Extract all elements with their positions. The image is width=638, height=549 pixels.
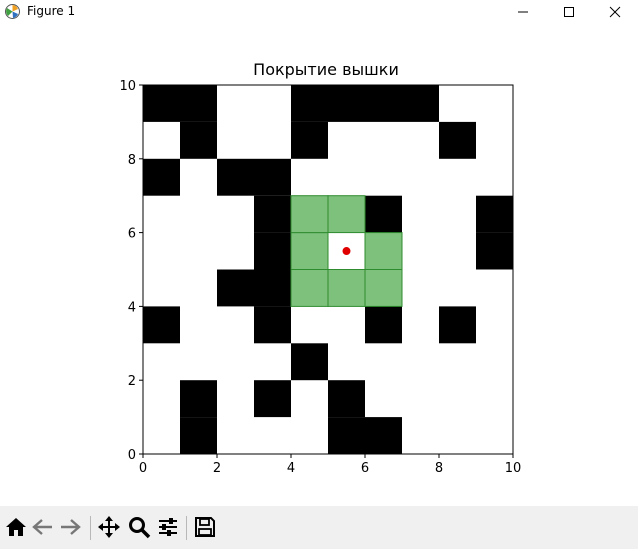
axes-frame	[142, 84, 514, 455]
y-tick-label: 10	[119, 79, 136, 94]
pan-button[interactable]	[97, 515, 121, 539]
coverage-cell	[364, 269, 403, 307]
coverage-cell	[327, 195, 366, 234]
window-title-bar: Figure 1	[0, 0, 638, 24]
forward-arrow-icon	[61, 519, 81, 535]
x-tick-label: 10	[505, 461, 522, 476]
y-tick-label: 4	[128, 300, 136, 315]
obstacle-cell	[476, 232, 513, 270]
obstacle-cell	[180, 380, 217, 418]
save-button[interactable]	[193, 515, 217, 539]
minimize-button[interactable]	[500, 0, 546, 24]
toolbar-separator	[186, 516, 187, 540]
configure-subplots-button[interactable]	[156, 515, 180, 539]
coverage-chart: Покрытие вышки 0 2 4 6 8 10 0 2 4 6 8 10	[119, 60, 522, 476]
obstacle-cell	[143, 306, 180, 344]
y-tick-label: 8	[128, 153, 136, 168]
y-tick-label: 6	[128, 227, 136, 242]
obstacle-cell	[365, 195, 402, 233]
x-tick-label: 2	[213, 461, 221, 476]
obstacle-cell	[254, 195, 291, 233]
navigation-toolbar	[0, 506, 638, 549]
obstacle-cell	[143, 158, 180, 196]
obstacle-cell	[254, 232, 291, 270]
pan-move-icon	[98, 516, 120, 538]
obstacle-cell	[291, 121, 328, 159]
obstacle-cell	[365, 417, 402, 454]
obstacle-cell	[291, 85, 328, 122]
obstacle-cell	[365, 306, 402, 344]
save-floppy-icon	[195, 517, 215, 537]
obstacle-cell	[217, 269, 254, 307]
obstacle-cell	[254, 306, 291, 344]
x-tick-label: 4	[287, 461, 295, 476]
zoom-magnifier-icon	[129, 517, 151, 539]
window-title: Figure 1	[27, 4, 76, 18]
obstacle-cell	[254, 158, 291, 196]
figure-canvas[interactable]: Покрытие вышки 0 2 4 6 8 10 0 2 4 6 8 10	[0, 24, 638, 506]
obstacle-cell	[328, 380, 365, 418]
coverage-cell	[327, 269, 366, 307]
obstacle-cell	[328, 85, 365, 122]
obstacle-cell	[180, 85, 217, 122]
maximize-button[interactable]	[546, 0, 592, 24]
obstacle-cell	[328, 417, 365, 454]
x-tick-label: 6	[361, 461, 369, 476]
x-tick-label: 0	[139, 461, 147, 476]
chart-title: Покрытие вышки	[253, 60, 399, 79]
obstacle-cell	[439, 121, 476, 159]
obstacle-cell	[365, 85, 402, 122]
obstacle-cell	[143, 85, 180, 122]
obstacle-cell	[402, 85, 439, 122]
obstacle-cell	[439, 306, 476, 344]
minimize-icon	[518, 11, 528, 13]
coverage-cell	[290, 269, 329, 307]
obstacle-cell	[180, 417, 217, 454]
obstacle-cell	[180, 121, 217, 159]
tower-marker	[342, 247, 351, 256]
coverage-cell	[290, 195, 329, 234]
home-icon	[6, 518, 26, 536]
home-button[interactable]	[4, 515, 28, 539]
coverage-cell	[364, 232, 403, 271]
obstacle-cell	[254, 269, 291, 307]
obstacle-cell	[254, 380, 291, 418]
back-button[interactable]	[31, 515, 55, 539]
matplotlib-app-icon	[4, 3, 21, 20]
obstacle-cell	[217, 158, 254, 196]
forward-button[interactable]	[58, 515, 82, 539]
obstacle-cell	[476, 195, 513, 233]
y-tick-label: 0	[128, 448, 136, 463]
coverage-cell	[290, 232, 329, 271]
zoom-button[interactable]	[127, 515, 151, 539]
obstacle-cell	[291, 343, 328, 381]
close-icon	[609, 6, 621, 18]
y-tick-label: 2	[128, 374, 136, 389]
back-arrow-icon	[32, 519, 52, 535]
x-tick-label: 8	[435, 461, 443, 476]
configure-subplots-icon	[159, 518, 177, 536]
maximize-icon	[564, 7, 574, 17]
close-button[interactable]	[592, 0, 638, 24]
toolbar-separator	[90, 516, 91, 540]
